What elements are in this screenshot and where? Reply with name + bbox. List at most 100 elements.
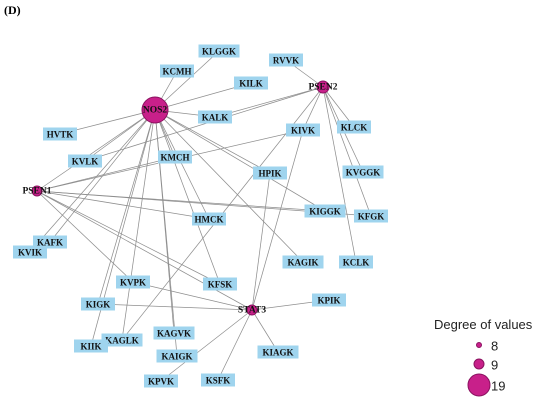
edge-nos2-klggk <box>154 50 220 111</box>
hub-label: STAT3 <box>238 306 266 316</box>
peptide-box <box>13 245 47 259</box>
peptide-label: HPIK <box>258 169 281 179</box>
peptide-box <box>282 255 324 269</box>
peptide-label: KIGGK <box>309 207 341 217</box>
edge-nos2-kvik <box>29 109 156 253</box>
peptide-box <box>68 154 102 168</box>
peptide-node-kiik: KIIK <box>74 339 108 353</box>
peptide-label: KLGGK <box>202 47 236 57</box>
peptide-node-kalk: KALK <box>198 110 232 124</box>
hub-circle <box>316 80 330 94</box>
hub-circle <box>141 96 169 124</box>
peptide-label: KMCH <box>161 153 190 163</box>
hub-label: PSEN1 <box>22 187 51 197</box>
peptide-node-hmck: HMCK <box>192 212 226 226</box>
hub-circle <box>31 185 43 197</box>
peptide-box <box>201 373 235 387</box>
peptide-label: KLCK <box>341 123 368 133</box>
peptide-node-kigk: KIGK <box>81 297 115 311</box>
hub-node-psen2: PSEN2 <box>308 80 338 94</box>
peptide-box <box>156 349 198 363</box>
peptide-box <box>269 53 303 67</box>
edge-psen2-kvlk <box>84 86 324 162</box>
peptide-box <box>33 235 67 249</box>
edge-stat3-ksfk <box>217 309 253 381</box>
peptide-node-kivk: KIVK <box>286 123 320 137</box>
peptide-node-kiagk: KIAGK <box>257 345 299 359</box>
peptide-label: RVVK <box>273 56 299 66</box>
peptide-box <box>339 255 373 269</box>
peptide-box <box>74 339 108 353</box>
edge-psen1-kvpk <box>36 190 134 283</box>
peptide-node-kilk: KILK <box>234 76 268 90</box>
peptide-label: KAFK <box>37 238 63 248</box>
peptide-label: KAGIK <box>287 258 318 268</box>
edge-psen2-kfgk <box>322 86 372 217</box>
legend-value: 9 <box>491 358 498 373</box>
peptide-label: KAIGK <box>161 352 192 362</box>
peptide-label: KCLK <box>343 258 370 268</box>
peptide-label: KAGLK <box>105 336 139 346</box>
degree-legend: Degree of values 8 9 19 <box>434 317 533 397</box>
peptide-box <box>101 333 143 347</box>
peptide-box <box>234 76 268 90</box>
peptide-label: HMCK <box>195 215 224 225</box>
peptide-box <box>257 345 299 359</box>
peptide-box <box>160 64 194 78</box>
legend-value: 8 <box>491 339 498 354</box>
panel-label: (D) <box>4 3 21 17</box>
peptide-label: KALK <box>202 113 229 123</box>
edge-nos2-hpik <box>154 109 271 174</box>
hub-circle <box>246 304 258 316</box>
peptide-box <box>192 212 226 226</box>
peptide-node-kclk: KCLK <box>339 255 373 269</box>
peptide-box <box>312 293 346 307</box>
peptide-node-kaglk: KAGLK <box>101 333 143 347</box>
edge-stat3-kpvk <box>160 309 253 382</box>
peptide-node-hvtk: HVTK <box>43 127 77 141</box>
hub-label: NOS2 <box>143 106 168 116</box>
peptide-box <box>116 275 150 289</box>
peptide-box <box>337 120 371 134</box>
edge-psen2-klck <box>322 86 355 128</box>
legend-dot <box>467 373 491 397</box>
peptide-node-kaigk: KAIGK <box>156 349 198 363</box>
peptide-label: KCMH <box>163 67 192 77</box>
edge-stat3-kvpk <box>132 281 253 311</box>
legend-item: 8 <box>476 339 498 354</box>
peptide-node-rvvk: RVVK <box>269 53 303 67</box>
edge-stat3-hpik <box>251 172 271 311</box>
peptide-label: KILK <box>239 79 263 89</box>
edge-nos2-kaigk <box>154 109 178 357</box>
peptide-label: KAGVK <box>157 329 191 339</box>
peptide-label: KFGK <box>358 212 385 222</box>
edge-psen2-kivk <box>302 86 324 131</box>
hub-node-stat3: STAT3 <box>238 304 266 316</box>
edge-psen2-kalk <box>214 86 324 118</box>
peptide-box <box>253 166 287 180</box>
edge-psen2-kclk <box>322 86 357 263</box>
peptide-node-kiggk: KIGGK <box>304 204 346 218</box>
node-layer: KLGGKRVVKKCMHKILKKALKKLCKKIVKHVTKKMCHKVL… <box>13 44 388 388</box>
peptide-box <box>198 44 240 58</box>
edge-psen1-hmck <box>36 190 210 220</box>
peptide-box <box>43 127 77 141</box>
peptide-node-klggk: KLGGK <box>198 44 240 58</box>
peptide-node-kmch: KMCH <box>158 150 192 164</box>
legend-title: Degree of values <box>434 317 533 332</box>
edge-psen1-kmch <box>36 156 176 192</box>
peptide-box <box>144 374 178 388</box>
peptide-box <box>153 326 195 340</box>
peptide-node-kpvk: KPVK <box>144 374 178 388</box>
legend-value: 19 <box>491 379 505 394</box>
peptide-box <box>198 110 232 124</box>
peptide-label: KIIK <box>80 342 101 352</box>
hub-label: PSEN2 <box>308 83 337 93</box>
peptide-box <box>81 297 115 311</box>
peptide-label: KVIK <box>18 248 42 258</box>
peptide-node-kagvk: KAGVK <box>153 326 195 340</box>
peptide-node-ksfk: KSFK <box>201 373 235 387</box>
peptide-label: KIVK <box>291 126 315 136</box>
